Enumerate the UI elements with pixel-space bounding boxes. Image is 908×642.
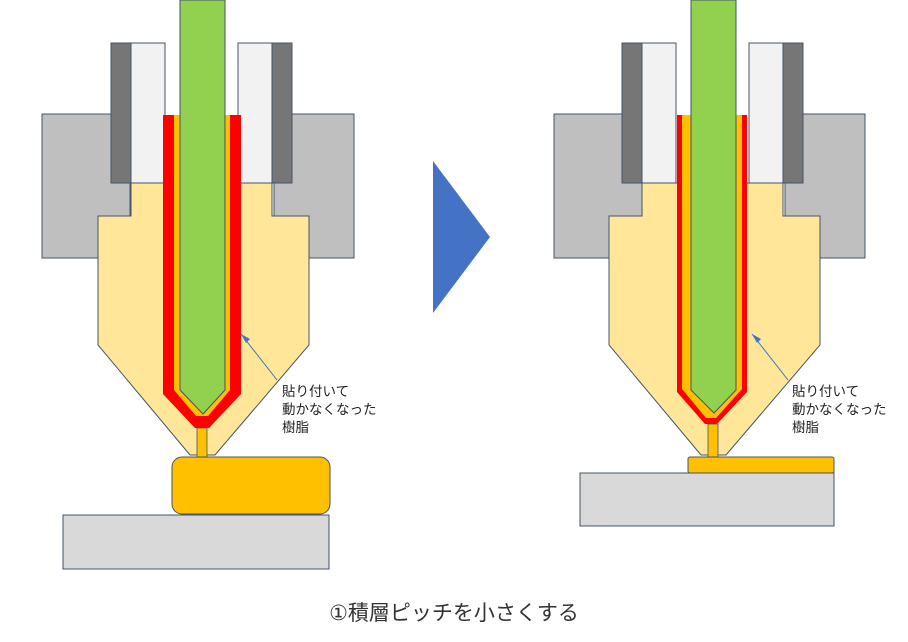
- left-filament: [179, 0, 226, 415]
- right-heat-break-right-light: [748, 42, 784, 184]
- left-print-bed: [62, 514, 330, 570]
- left-panel: 貼り付いて 動かなくなった 樹脂: [41, 0, 381, 570]
- right-annotation-text: 貼り付いて 動かなくなった 樹脂: [792, 384, 891, 436]
- left-deposited-layer: [171, 456, 331, 515]
- right-deposited-layer: [687, 456, 835, 474]
- right-annotation-line-3: 樹脂: [792, 420, 819, 436]
- right-heat-break-right-dark: [782, 42, 804, 184]
- right-heat-break-left-light: [641, 42, 677, 184]
- left-heat-break-right-dark: [271, 42, 293, 184]
- right-heat-break-left-dark: [621, 42, 643, 184]
- right-nozzle-tip-stream: [707, 423, 719, 459]
- right-annotation-line-1: 貼り付いて: [792, 384, 859, 400]
- left-annotation-line-3: 樹脂: [282, 420, 309, 436]
- left-heat-break-right-light: [237, 42, 273, 184]
- right-print-bed: [579, 472, 835, 527]
- right-filament: [690, 0, 737, 414]
- right-annotation-arrowhead: [752, 334, 761, 343]
- left-annotation-line-2: 動かなくなった: [282, 402, 377, 418]
- transition-arrow-icon: [433, 161, 490, 313]
- left-heat-break-left-light: [130, 42, 166, 184]
- left-heat-break-left-dark: [110, 42, 132, 184]
- left-annotation-line-1: 貼り付いて: [282, 384, 349, 400]
- left-annotation-arrowhead: [241, 334, 250, 343]
- right-annotation-line-2: 動かなくなった: [792, 402, 887, 418]
- left-nozzle-tip-stream: [196, 427, 208, 459]
- right-panel: 貼り付いて 動かなくなった 樹脂: [553, 0, 891, 527]
- diagram-caption: ①積層ピッチを小さくする: [329, 601, 579, 625]
- left-annotation-text: 貼り付いて 動かなくなった 樹脂: [282, 384, 381, 436]
